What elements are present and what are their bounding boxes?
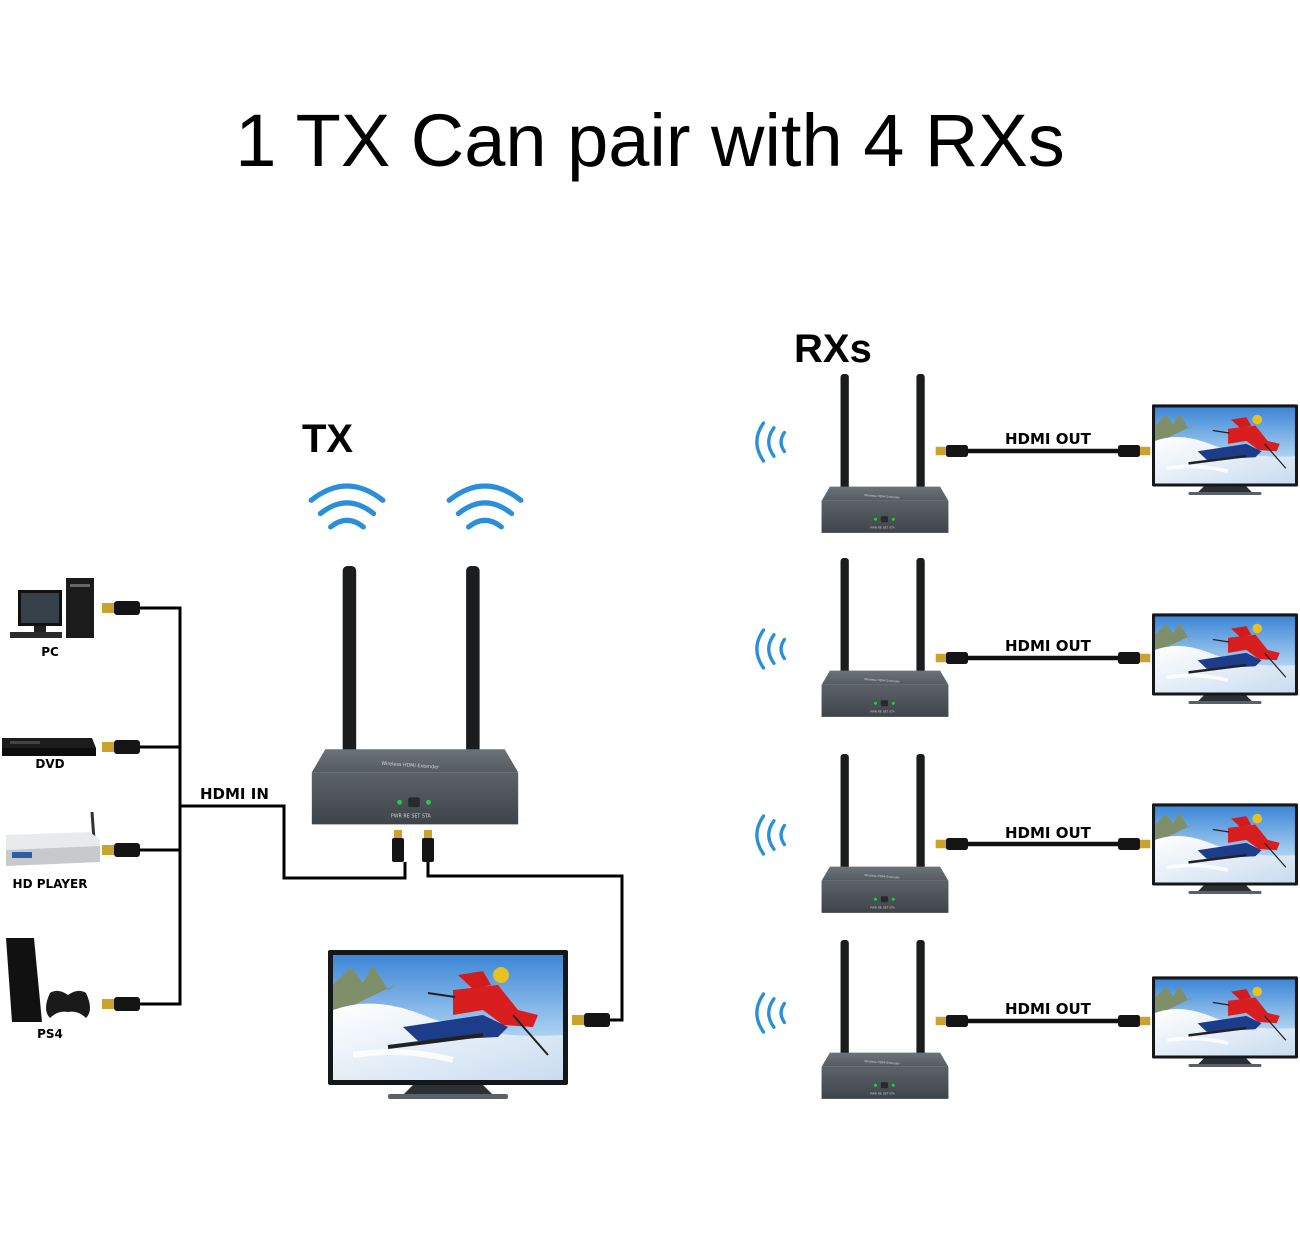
- rx-tv-display: [1152, 976, 1298, 1067]
- hdmi-out-label: HDMI OUT: [1005, 637, 1092, 655]
- rx-receiver-device: [821, 940, 949, 1099]
- dvd-player-icon: [2, 738, 96, 756]
- receiver-1: HDMI OUT: [755, 374, 1298, 533]
- hdmi-plug-icon: [1118, 445, 1151, 457]
- source-ps4: PS4: [6, 938, 90, 1041]
- tx-transmitter-device: [311, 566, 519, 825]
- rx-receiver-device: [821, 374, 949, 533]
- source-pc-label: PC: [41, 645, 59, 659]
- source-hd-player-label: HD PLAYER: [13, 877, 88, 891]
- rxs-label: RXs: [794, 327, 872, 371]
- hdmi-plug-icon: [102, 601, 140, 615]
- source-cables: [102, 601, 407, 1011]
- tx-label: TX: [302, 417, 353, 461]
- source-dvd-label: DVD: [35, 757, 64, 771]
- source-pc: PC: [10, 578, 94, 659]
- hdmi-plug-icon: [102, 997, 140, 1011]
- rx-tv-display: [1152, 613, 1298, 704]
- hdmi-plug-icon: [935, 838, 968, 850]
- source-ps4-label: PS4: [37, 1027, 63, 1041]
- wifi-signal-icon: [755, 992, 787, 1034]
- hdmi-plug-icon: [1118, 652, 1151, 664]
- hdmi-out-label: HDMI OUT: [1005, 824, 1092, 842]
- ps4-console-icon: [6, 938, 90, 1022]
- rx-tv-display: [1152, 803, 1298, 894]
- wifi-signal-icon: [755, 421, 787, 463]
- hdmi-plug-icon: [102, 843, 140, 857]
- receiver-2: HDMI OUT: [755, 558, 1298, 717]
- rx-tv-display: [1152, 404, 1298, 495]
- rx-receiver-device: [821, 754, 949, 913]
- hdmi-plug-icon: [572, 1013, 610, 1027]
- hdmi-plug-icon: [935, 445, 968, 457]
- pc-icon: [10, 578, 94, 638]
- hd-player-icon: [6, 811, 100, 866]
- hdmi-plug-icon: [935, 1015, 968, 1027]
- hdmi-plug-icon: [102, 740, 140, 754]
- hdmi-in-label: HDMI IN: [200, 785, 269, 803]
- local-tv-display: [328, 950, 568, 1099]
- rx-receiver-device: [821, 558, 949, 717]
- diagram-title: 1 TX Can pair with 4 RXs: [235, 99, 1064, 182]
- hdmi-out-label: HDMI OUT: [1005, 1000, 1092, 1018]
- hdmi-out-label: HDMI OUT: [1005, 430, 1092, 448]
- source-dvd: DVD: [2, 738, 96, 771]
- tx-hdmi-connectors: [392, 830, 624, 1022]
- receiver-3: HDMI OUT: [755, 754, 1298, 913]
- source-hd-player: HD PLAYER: [6, 811, 100, 891]
- wifi-signal-icon: [755, 814, 787, 856]
- hdmi-plug-icon: [1118, 1015, 1151, 1027]
- wifi-signal-icon: [755, 628, 787, 670]
- receiver-4: HDMI OUT: [755, 940, 1298, 1099]
- hdmi-plug-icon: [935, 652, 968, 664]
- wifi-signal-icon: [311, 486, 383, 527]
- hdmi-plug-icon: [1118, 838, 1151, 850]
- wifi-signal-icon: [449, 486, 521, 527]
